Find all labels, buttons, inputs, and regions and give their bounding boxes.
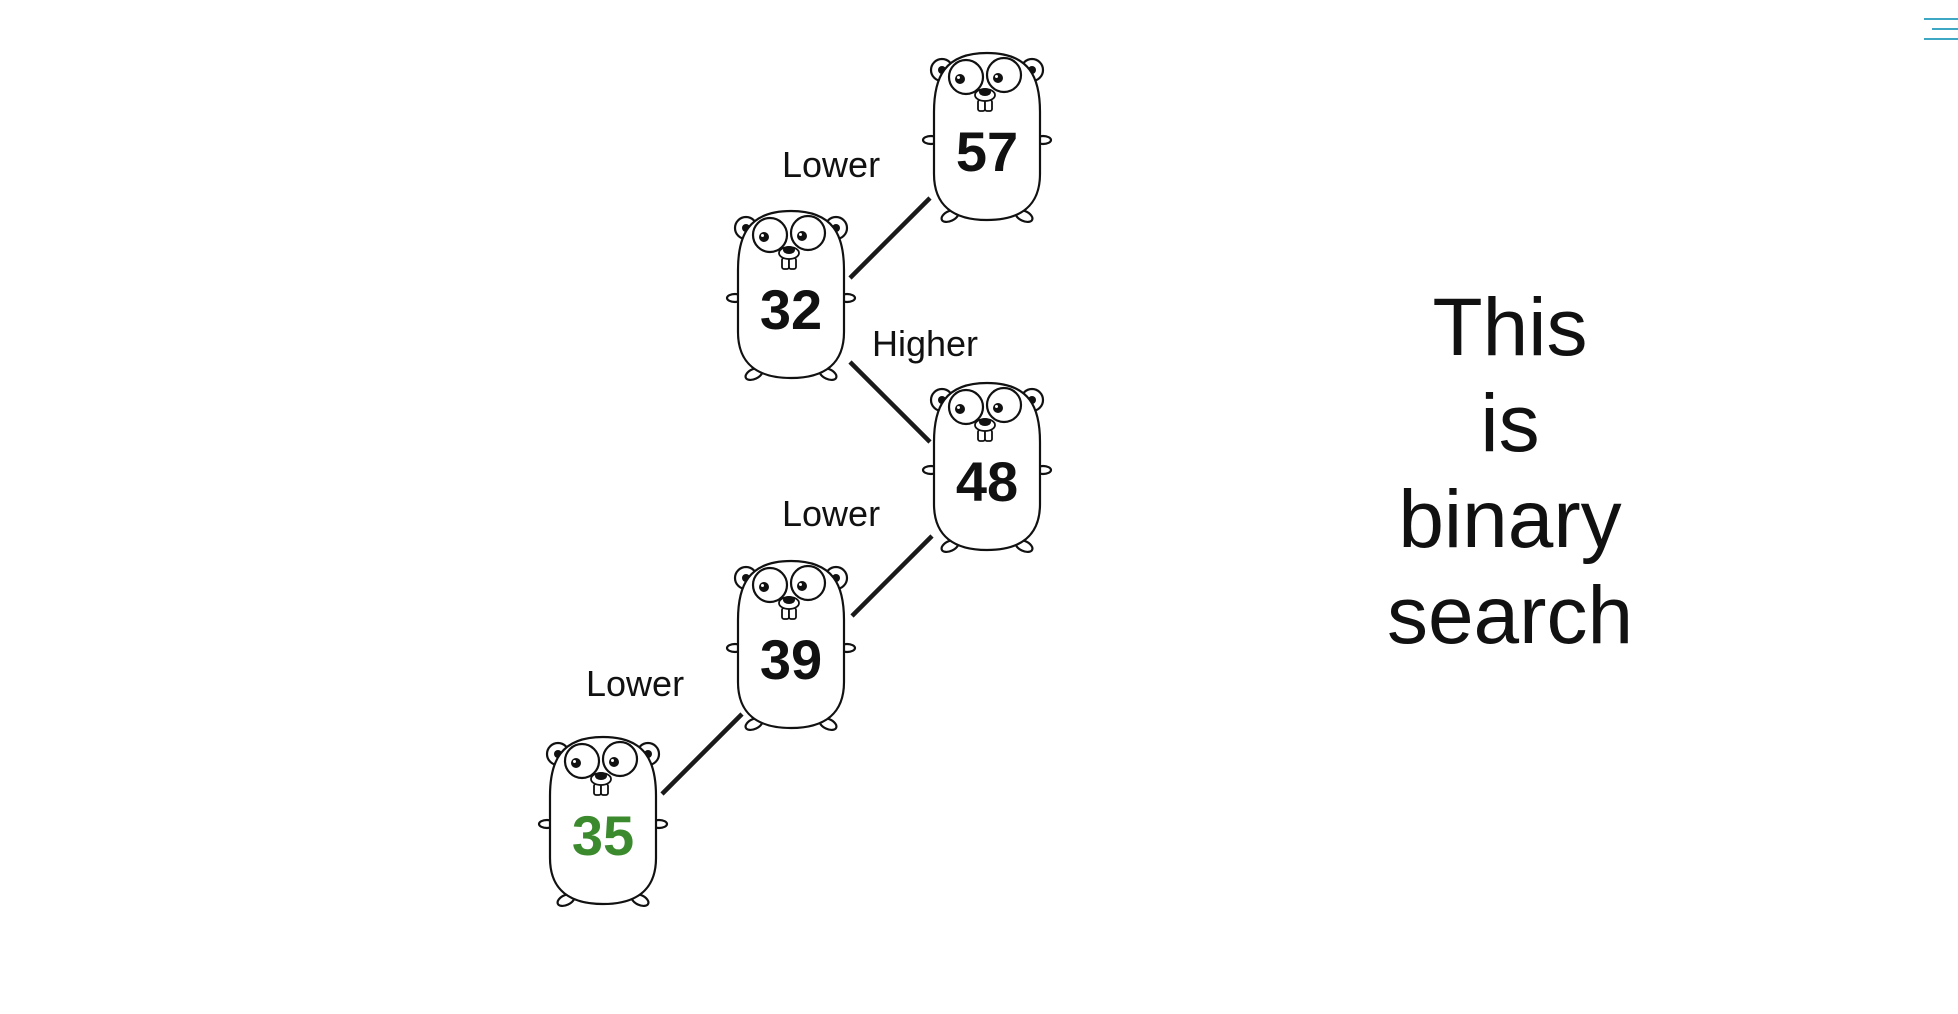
menu-bar (1932, 28, 1958, 30)
gopher-icon (725, 209, 857, 382)
gopher-value: 48 (956, 450, 1018, 513)
connector-line (850, 534, 934, 618)
headline-line: This (1432, 282, 1588, 373)
gopher-node: 39 (725, 559, 857, 732)
gopher-value: 39 (760, 628, 822, 691)
gopher-icon (725, 559, 857, 732)
gopher-value: 57 (956, 120, 1018, 183)
gopher-value: 32 (760, 278, 822, 341)
decision-label: Higher (872, 323, 978, 364)
hamburger-menu-icon[interactable] (1920, 12, 1958, 44)
headline: This is binary search (1330, 280, 1690, 664)
decision-label: Lower (782, 144, 880, 185)
connector-line (848, 196, 932, 280)
found-value: 35 (572, 804, 634, 867)
gopher-icon (537, 735, 669, 908)
gopher-icon (921, 381, 1053, 554)
headline-line: binary (1398, 474, 1622, 565)
menu-bar (1924, 18, 1958, 20)
gopher-node: 32 (725, 209, 857, 382)
gopher-node: 57 (921, 51, 1053, 224)
menu-bar (1924, 38, 1958, 40)
gopher-icon (921, 51, 1053, 224)
gopher-node: 48 (921, 381, 1053, 554)
decision-label: Lower (782, 493, 880, 534)
connector-line (848, 360, 932, 444)
connector-line (660, 712, 744, 796)
headline-line: is (1480, 378, 1540, 469)
decision-label: Lower (586, 663, 684, 704)
headline-line: search (1386, 570, 1634, 661)
gopher-node: 35 (537, 735, 669, 908)
